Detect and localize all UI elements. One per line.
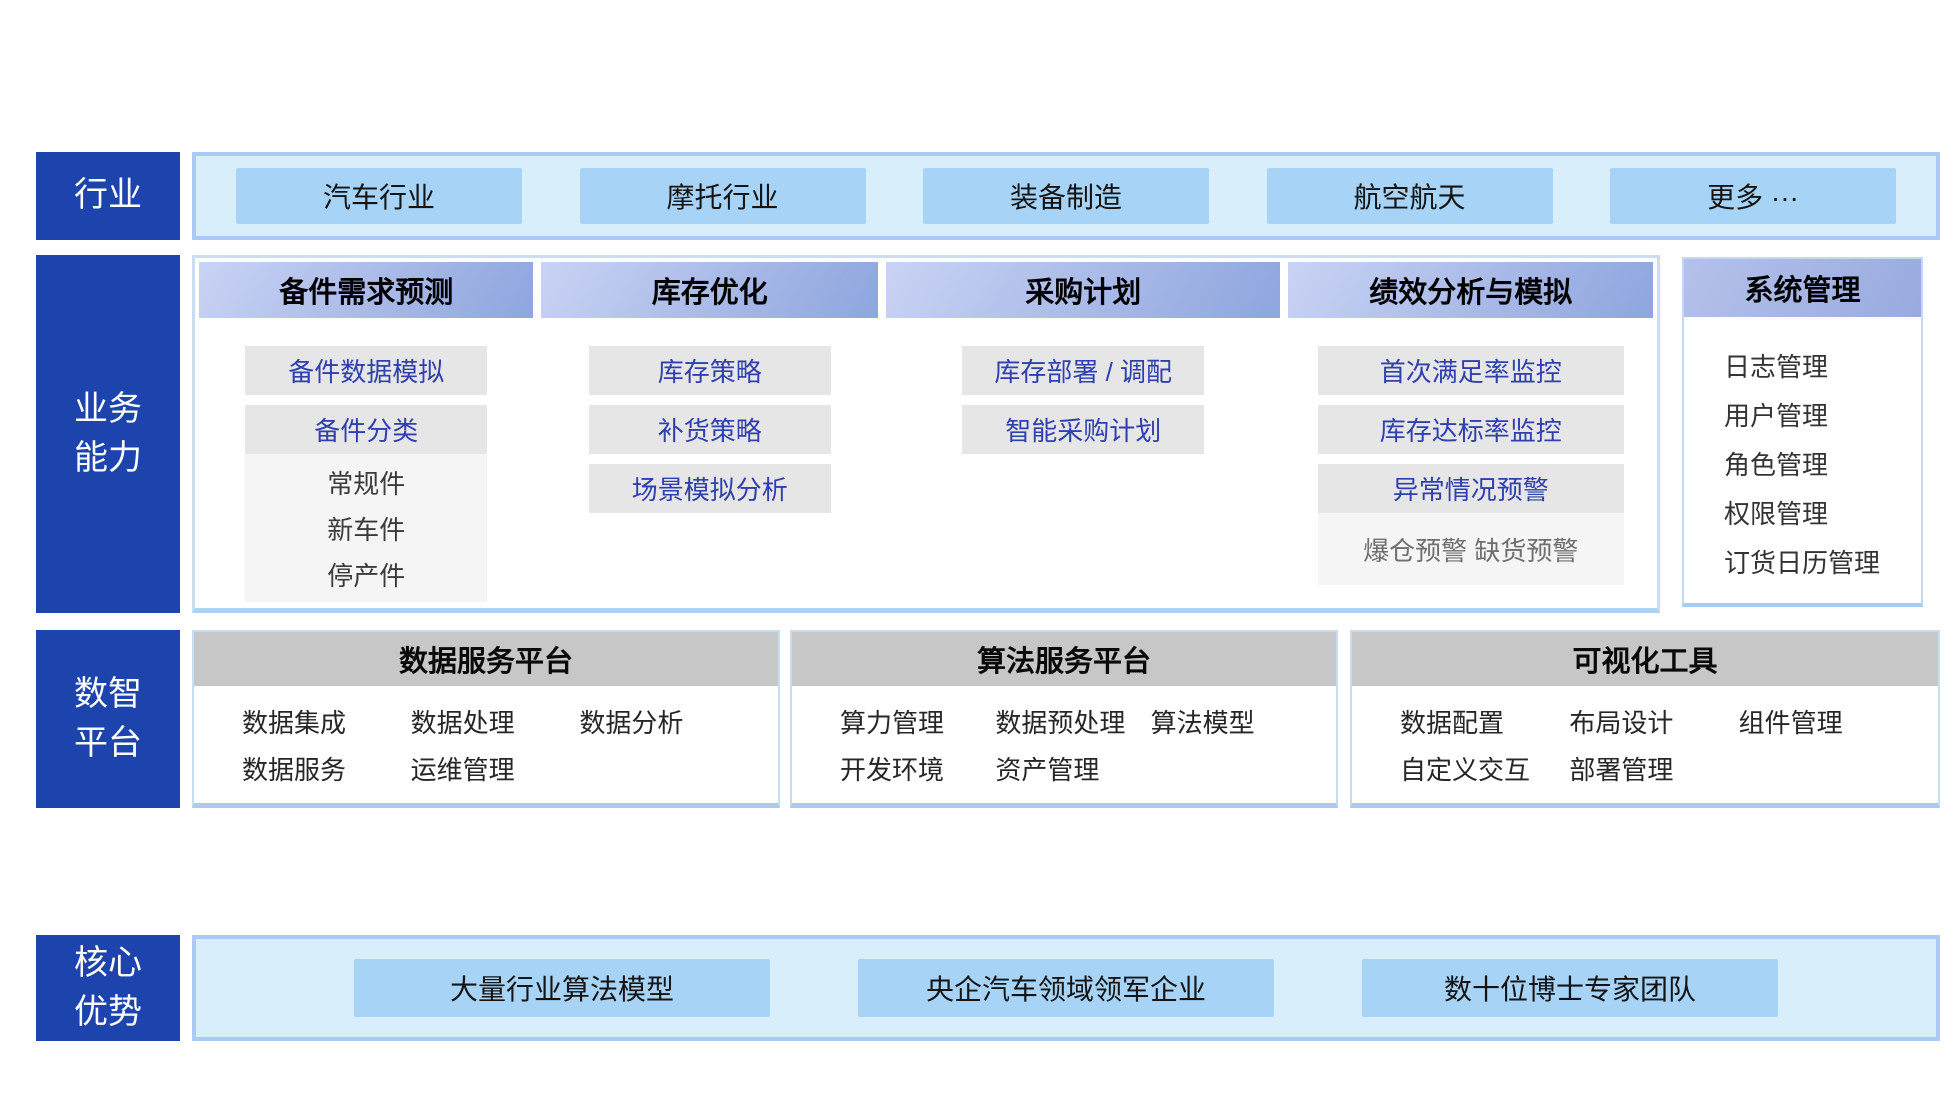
column-procurement-plan: 采购计划 库存部署 / 调配 智能采购计划 [885,262,1281,604]
item-asset-management: 资产管理 [995,755,1100,785]
item-data-analysis: 数据分析 [579,708,684,738]
industry-button-equipment-manufacturing[interactable]: 装备制造 [923,168,1209,224]
note-overflow-stockout-alert: 爆仓预警 缺货预警 [1363,535,1579,566]
chip-scenario-simulation-analysis[interactable]: 场景模拟分析 [588,464,831,513]
item-custom-interaction: 自定义交互 [1400,755,1531,785]
box-items: 数据配置 布局设计 组件管理 自定义交互 部署管理 [1352,686,1938,785]
item-data-service: 数据服务 [242,755,347,785]
item-layout-design: 布局设计 [1569,708,1674,738]
advantage-button-industry-algorithm-models[interactable]: 大量行业算法模型 [354,959,770,1017]
chip-spare-parts-classification[interactable]: 备件分类 [245,405,488,454]
column-header-inventory-optimization: 库存优化 [541,262,878,318]
column-items: 备件数据模拟 备件分类 常规件 新车件 停产件 [245,346,488,602]
industry-panel: 汽车行业 摩托行业 装备制造 航空航天 更多 ··· [192,152,1940,240]
box-header-visualization-tools: 可视化工具 [1352,632,1938,686]
column-spare-parts-demand-forecast: 备件需求预测 备件数据模拟 备件分类 常规件 新车件 停产件 [199,262,534,604]
note-block-alerts: 爆仓预警 缺货预警 [1317,513,1624,585]
box-header-algorithm-service-platform: 算法服务平台 [792,632,1336,686]
row-label-digital-platform: 数智 平台 [36,630,180,808]
item-data-configuration: 数据配置 [1400,708,1505,738]
box-visualization-tools: 可视化工具 数据配置 布局设计 组件管理 自定义交互 部署管理 [1350,630,1940,808]
industry-button-automotive[interactable]: 汽车行业 [236,168,522,224]
item-data-processing: 数据处理 [410,708,515,738]
chip-first-fill-rate-monitoring[interactable]: 首次满足率监控 [1317,346,1624,395]
system-management-box: 系统管理 日志管理 用户管理 角色管理 权限管理 订货日历管理 [1682,257,1923,607]
column-header-spare-parts-demand-forecast: 备件需求预测 [199,262,534,318]
box-header-data-service-platform: 数据服务平台 [194,632,778,686]
box-data-service-platform: 数据服务平台 数据集成 数据处理 数据分析 数据服务 运维管理 [192,630,780,808]
item-component-management: 组件管理 [1738,708,1843,738]
industry-button-more[interactable]: 更多 ··· [1610,168,1896,224]
column-items: 库存策略 补货策略 场景模拟分析 [588,346,831,523]
row-label-industry: 行业 [36,152,180,240]
core-advantage-panel: 大量行业算法模型 央企汽车领域领军企业 数十位博士专家团队 [192,935,1940,1041]
column-items: 首次满足率监控 库存达标率监控 异常情况预警 爆仓预警 缺货预警 [1317,346,1624,585]
note-new-vehicle-parts: 新车件 [327,514,406,545]
note-discontinued-parts: 停产件 [327,560,406,591]
row-label-business-capability: 业务 能力 [36,255,180,613]
chip-anomaly-alert[interactable]: 异常情况预警 [1317,464,1624,513]
box-items: 算力管理 数据预处理 算法模型 开发环境 资产管理 [792,686,1336,785]
row-label-core-advantage: 核心 优势 [36,935,180,1041]
chip-inventory-compliance-rate-monitoring[interactable]: 库存达标率监控 [1317,405,1624,454]
system-item-log-management[interactable]: 日志管理 [1724,352,1829,382]
item-development-environment: 开发环境 [840,755,945,785]
system-item-order-calendar-management[interactable]: 订货日历管理 [1724,548,1881,578]
column-performance-analysis-simulation: 绩效分析与模拟 首次满足率监控 库存达标率监控 异常情况预警 爆仓预警 缺货预警 [1288,262,1653,604]
box-items: 数据集成 数据处理 数据分析 数据服务 运维管理 [194,686,778,785]
business-capability-panel: 备件需求预测 备件数据模拟 备件分类 常规件 新车件 停产件 库存优化 库存策略… [192,255,1660,613]
item-algorithm-model: 算法模型 [1150,708,1255,738]
item-ops-management: 运维管理 [410,755,515,785]
system-item-permission-management[interactable]: 权限管理 [1724,499,1829,529]
chip-spare-parts-data-simulation[interactable]: 备件数据模拟 [245,346,488,395]
industry-button-motorcycle[interactable]: 摩托行业 [579,168,866,224]
advantage-button-phd-expert-team[interactable]: 数十位博士专家团队 [1362,959,1778,1017]
item-data-preprocessing: 数据预处理 [995,708,1126,738]
column-items: 库存部署 / 调配 智能采购计划 [962,346,1205,464]
system-item-role-management[interactable]: 角色管理 [1724,450,1829,480]
note-block-part-types: 常规件 新车件 停产件 [245,454,488,602]
advantage-button-soe-automotive-leader[interactable]: 央企汽车领域领军企业 [858,959,1274,1017]
column-header-performance-analysis-simulation: 绩效分析与模拟 [1288,262,1653,318]
item-computing-power-management: 算力管理 [840,708,945,738]
column-header-procurement-plan: 采购计划 [885,262,1281,318]
chip-intelligent-procurement-plan[interactable]: 智能采购计划 [962,405,1205,454]
industry-button-aerospace[interactable]: 航空航天 [1266,168,1553,224]
column-inventory-optimization: 库存优化 库存策略 补货策略 场景模拟分析 [541,262,878,604]
item-deployment-management: 部署管理 [1569,755,1674,785]
chip-inventory-deployment-allocation[interactable]: 库存部署 / 调配 [962,346,1205,395]
system-management-header: 系统管理 [1684,259,1921,317]
item-data-integration: 数据集成 [242,708,347,738]
chip-inventory-strategy[interactable]: 库存策略 [588,346,831,395]
chip-replenishment-strategy[interactable]: 补货策略 [588,405,831,454]
system-item-user-management[interactable]: 用户管理 [1724,401,1829,431]
box-algorithm-service-platform: 算法服务平台 算力管理 数据预处理 算法模型 开发环境 资产管理 [790,630,1338,808]
note-regular-parts: 常规件 [327,468,406,499]
system-management-items: 日志管理 用户管理 角色管理 权限管理 订货日历管理 [1684,317,1921,586]
